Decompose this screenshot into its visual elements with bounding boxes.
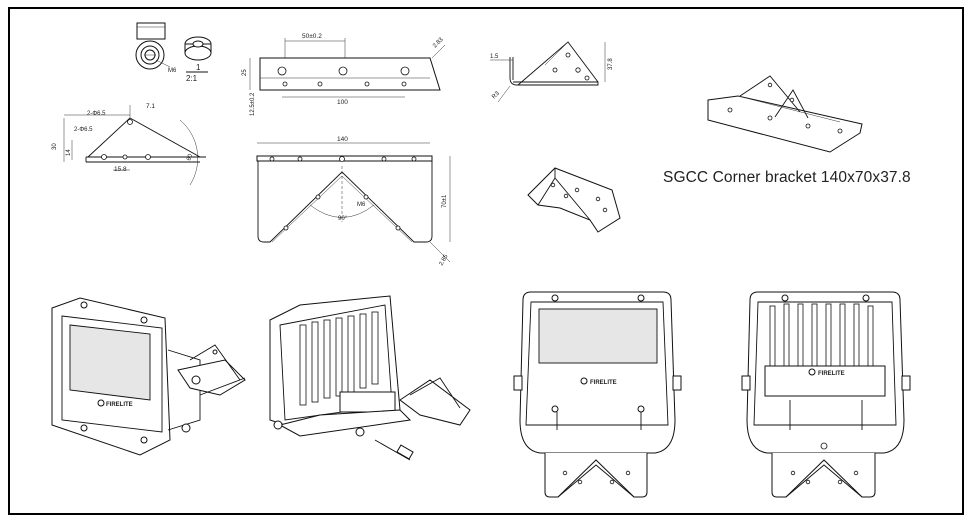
side-detail: 7.1 2-Φ6.5 2-Φ6.5 30 14 15.8 60 [52, 103, 206, 186]
dim-60: 60 [186, 153, 194, 162]
section-view: 37.8 1.5 R3 [490, 41, 614, 103]
bracket-3d-large [707, 75, 863, 153]
dim-12-5: 12.5±0.2 [250, 92, 256, 116]
nut-detail: M6 1 2:1 [135, 22, 212, 83]
dim-m6: M6 [357, 202, 366, 208]
floodlight-back: FIRELITE [741, 291, 911, 498]
dim-25: 25 [242, 69, 248, 76]
dim-37-8: 37.8 [608, 58, 614, 70]
dim-2-83: 2.83 [432, 36, 445, 49]
nut-m6-label: M6 [168, 68, 177, 74]
floodlight-back-angled [269, 295, 471, 461]
dim-2-phi-6-5-a: 2-Φ6.5 [87, 111, 106, 117]
dim-14: 14 [66, 149, 72, 156]
dim-50: 50±0.2 [302, 33, 322, 40]
dim-7-1: 7.1 [146, 103, 155, 110]
scale-denominator: 2:1 [186, 74, 198, 83]
top-view: 50±0.2 2.83 25 100 12.5±0.2 [242, 33, 446, 116]
brand-logo-1: FIRELITE [106, 402, 133, 408]
bracket-caption: SGCC Corner bracket 140x70x37.8 [663, 169, 911, 186]
dim-100: 100 [337, 99, 348, 106]
dim-15-8: 15.8 [114, 166, 127, 173]
brand-logo-3: FIRELITE [818, 371, 845, 377]
bracket-3d-small [527, 167, 621, 233]
dim-140: 140 [337, 136, 348, 143]
brand-logo-2: FIRELITE [590, 380, 617, 386]
dim-90-deg: 90° [338, 216, 348, 222]
floodlight-front: FIRELITE [513, 291, 682, 498]
dim-70: 70±1 [442, 194, 448, 208]
front-view: 140 M6 90° 70±1 2.85 [256, 136, 451, 267]
dim-1-5: 1.5 [490, 54, 499, 60]
dim-2-85: 2.85 [439, 253, 450, 267]
dim-2-phi-6-5-b: 2-Φ6.5 [74, 127, 93, 133]
scale-numerator: 1 [196, 63, 201, 72]
floodlight-front-angled: FIRELITE [51, 297, 246, 456]
dim-30: 30 [52, 143, 58, 150]
dim-r3: R3 [491, 90, 501, 100]
